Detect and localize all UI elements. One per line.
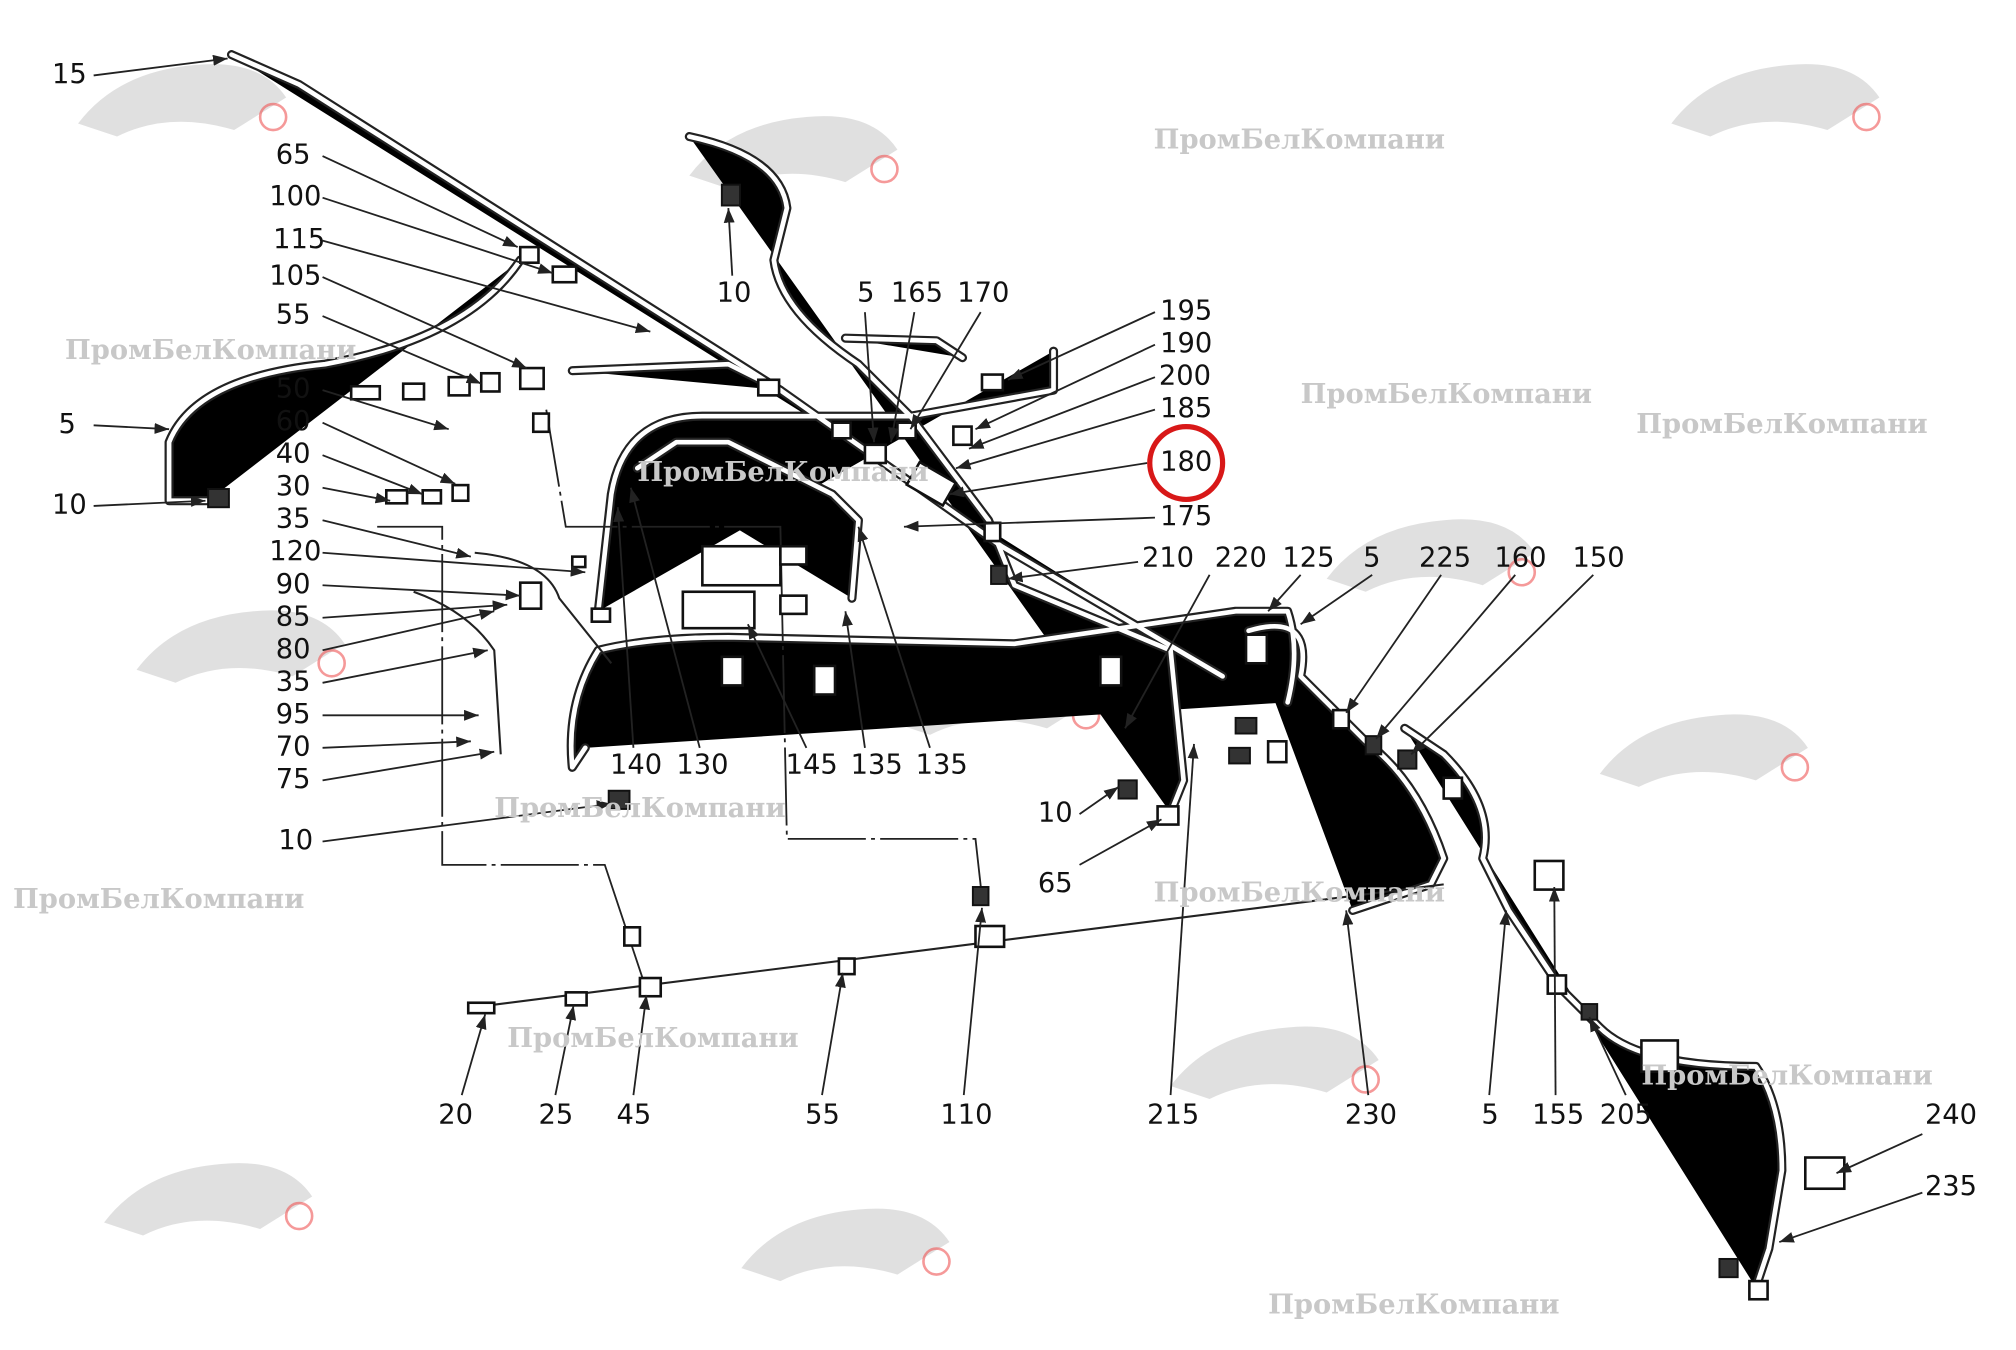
- part-label: 210: [1142, 543, 1194, 574]
- part-label: 130: [676, 750, 728, 781]
- part-label: 235: [1925, 1171, 1977, 1202]
- part-label: 115: [273, 224, 325, 255]
- fittings: [207, 183, 1846, 1301]
- watermark-text: ПромБелКомпани: [13, 883, 304, 915]
- part-label: 5: [1363, 543, 1380, 574]
- part-label: 60: [276, 406, 311, 437]
- part-label: 170: [957, 277, 1009, 308]
- watermark-text: ПромБелКомпани: [494, 792, 785, 824]
- part-label: 40: [276, 439, 311, 470]
- part-label: 225: [1419, 543, 1471, 574]
- part-label: 110: [940, 1099, 992, 1130]
- part-label: 165: [891, 277, 943, 308]
- part-label: 120: [269, 536, 321, 567]
- part-label: 145: [786, 750, 838, 781]
- part-label: 45: [617, 1099, 652, 1130]
- watermark-text: ПромБелКомпани: [1641, 1060, 1932, 1092]
- part-label: 10: [717, 277, 752, 308]
- part-label: 220: [1215, 543, 1267, 574]
- part-label: 35: [276, 666, 311, 697]
- watermark-text: ПромБелКомпани: [1301, 378, 1592, 410]
- part-label: 10: [52, 489, 87, 520]
- part-label: 10: [278, 825, 313, 856]
- part-label: 30: [276, 471, 311, 502]
- part-label: 105: [269, 261, 321, 292]
- part-label: 160: [1494, 543, 1546, 574]
- watermark-text: ПромБелКомпани: [1268, 1289, 1559, 1321]
- part-label: 20: [438, 1099, 473, 1130]
- part-label: 180: [1160, 447, 1212, 478]
- watermark-text: ПромБелКомпани: [1154, 876, 1445, 908]
- watermark-text: ПромБелКомпани: [637, 456, 928, 488]
- watermark-text: ПромБелКомпани: [1154, 123, 1445, 155]
- part-label: 150: [1572, 543, 1624, 574]
- watermark-text: ПромБелКомпани: [507, 1022, 798, 1054]
- part-label: 195: [1160, 296, 1212, 327]
- part-label: 200: [1159, 361, 1211, 392]
- part-label: 175: [1160, 501, 1212, 532]
- part-label: 205: [1600, 1099, 1652, 1130]
- part-label: 240: [1925, 1099, 1977, 1130]
- part-label: 95: [276, 699, 311, 730]
- part-label: 55: [805, 1099, 840, 1130]
- part-label: 25: [538, 1099, 573, 1130]
- part-label: 185: [1160, 393, 1212, 424]
- part-label: 85: [276, 601, 311, 632]
- part-label: 65: [1038, 868, 1073, 899]
- part-label: 100: [269, 181, 321, 212]
- watermark-text: ПромБелКомпани: [65, 334, 356, 366]
- watermarks: ПромБелКомпани ПромБелКомпани ПромБелКом…: [13, 123, 1933, 1320]
- part-label: 90: [276, 569, 311, 600]
- part-label: 230: [1345, 1099, 1397, 1130]
- leader-lines: [93, 54, 1923, 1243]
- part-label: 50: [276, 374, 311, 405]
- part-label: 155: [1532, 1099, 1584, 1130]
- part-label: 190: [1160, 328, 1212, 359]
- part-labels: 15 65 100 115 105 55 5 50 60 40 30 35 12…: [52, 59, 1977, 1202]
- highlight-circle: [1147, 423, 1226, 503]
- part-label: 10: [1038, 798, 1073, 829]
- part-label: 75: [276, 764, 311, 795]
- part-label: 80: [276, 634, 311, 665]
- part-label: 125: [1282, 543, 1334, 574]
- part-label: 135: [851, 750, 903, 781]
- part-label: 215: [1147, 1099, 1199, 1130]
- part-label: 5: [59, 409, 76, 440]
- watermark-text: ПромБелКомпани: [1636, 408, 1927, 440]
- part-label: 55: [276, 300, 311, 331]
- part-label: 135: [916, 750, 968, 781]
- part-label: 35: [276, 504, 311, 535]
- part-label: 5: [1481, 1099, 1498, 1130]
- part-label: 70: [276, 731, 311, 762]
- part-label: 140: [610, 750, 662, 781]
- part-label: 15: [52, 59, 87, 90]
- part-label: 65: [276, 140, 311, 171]
- part-label: 5: [857, 277, 874, 308]
